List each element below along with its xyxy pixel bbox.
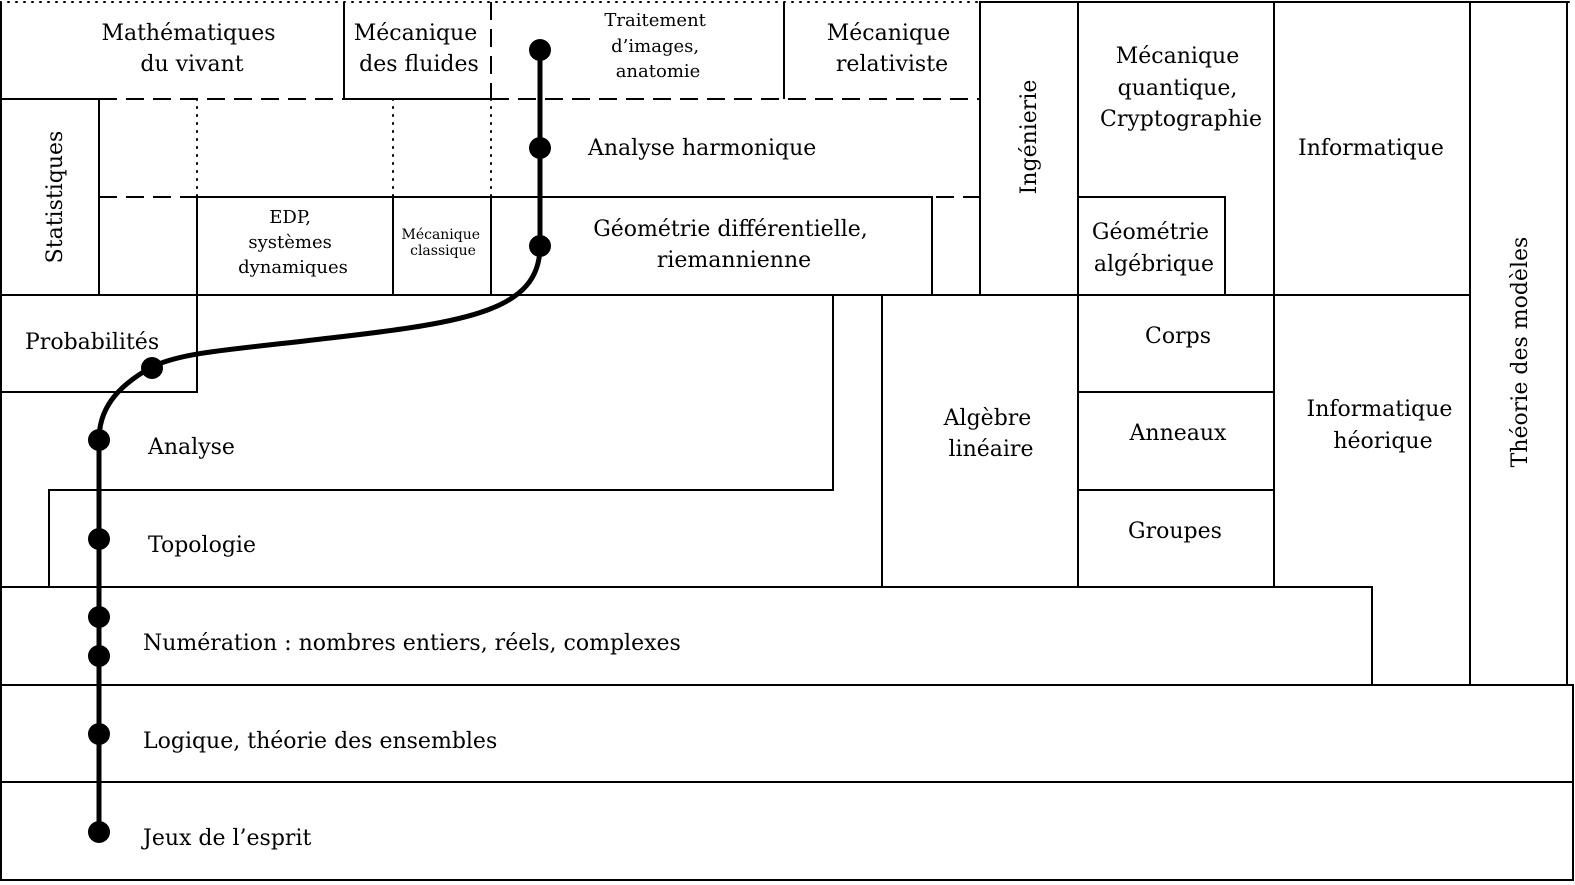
geometrie-diff-label: Géométrie différentielle, riemannienne xyxy=(593,217,875,273)
edp-label: EDP, systèmes dynamiques xyxy=(238,207,348,278)
geometrie-alg-region xyxy=(1077,196,1226,296)
groupes-label: Groupes xyxy=(1128,519,1222,544)
meca-fluides-label: Mécanique des fluides xyxy=(354,21,484,77)
geometrie-alg-label: Géométrie algébrique xyxy=(1092,220,1216,277)
jeux-label: Jeux de l’esprit xyxy=(141,826,311,851)
math-vivant-label: Mathématiques du vivant xyxy=(101,21,282,77)
learning-path xyxy=(96,47,543,835)
algebre-lineaire-label: Algèbre linéaire xyxy=(943,406,1039,462)
anneaux-label: Anneaux xyxy=(1129,421,1228,446)
meca-relativiste-label: Mécanique relativiste xyxy=(827,21,957,77)
path-node-harmonique xyxy=(529,137,551,159)
path-node-analyse xyxy=(88,429,110,451)
path-node-numeration-1 xyxy=(88,606,110,628)
path-node-logique xyxy=(88,723,110,745)
geometrie-diff-region xyxy=(490,196,933,296)
corps-label: Corps xyxy=(1145,324,1211,349)
theorie-modeles-region xyxy=(1469,1,1568,685)
ingenierie-label: Ingénierie xyxy=(1017,80,1042,195)
logique-label: Logique, théorie des ensembles xyxy=(143,729,497,754)
informatique-label: Informatique xyxy=(1298,136,1444,161)
groupes-region xyxy=(1077,489,1275,588)
probabilites-label: Probabilités xyxy=(25,330,159,355)
meca-classique-label: Mécanique classique xyxy=(401,227,484,259)
path-node-topologie xyxy=(88,528,110,550)
meca-quantique-label: Mécanique quantique, Cryptographie xyxy=(1100,44,1262,132)
math-vivant-region xyxy=(0,2,99,100)
path-node-probabilites xyxy=(141,357,163,379)
path-node-geometrie xyxy=(529,235,551,257)
analyse-label: Analyse xyxy=(147,435,235,460)
analyse-harmonique-label: Analyse harmonique xyxy=(587,136,816,161)
theorie-modeles-label: Théorie des modèles xyxy=(1508,237,1533,468)
numeration-label: Numération : nombres entiers, réels, com… xyxy=(143,631,681,656)
path-node-traitement xyxy=(529,39,551,61)
info-theorique-region xyxy=(1274,294,1471,686)
statistiques-label: Statistiques xyxy=(43,131,68,264)
path-node-jeux xyxy=(88,821,110,843)
info-theorique-label: Informatique héorique xyxy=(1307,397,1460,454)
traitement-images-label: Traitement d’images, anatomie xyxy=(604,10,711,82)
topologie-label: Topologie xyxy=(148,533,256,558)
informatique-region xyxy=(1273,1,1471,296)
path-node-numeration-2 xyxy=(88,645,110,667)
